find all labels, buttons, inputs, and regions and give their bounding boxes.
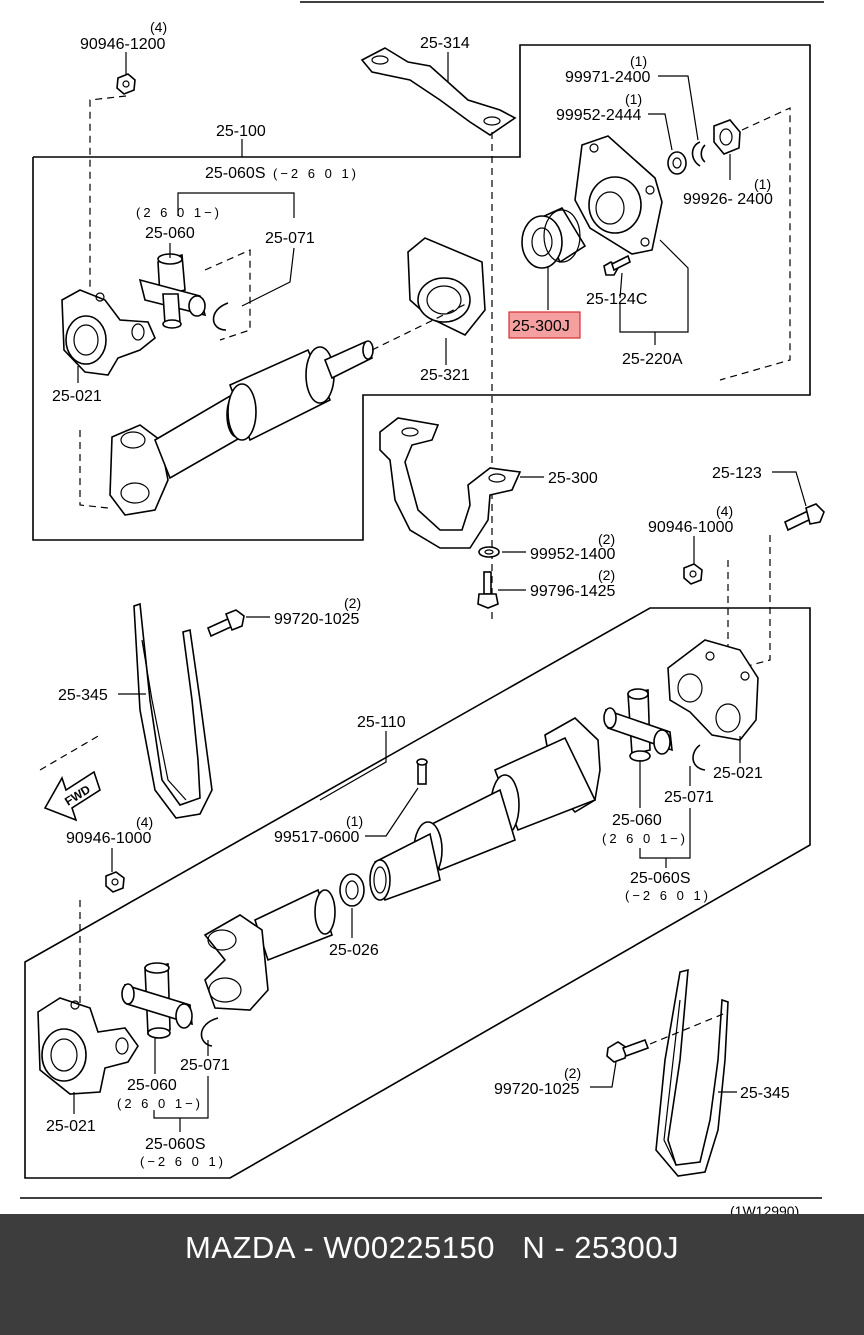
highlight-box-25-300j — [508, 311, 581, 339]
flange-25-220a — [574, 135, 663, 255]
insulator-25-321 — [407, 237, 486, 336]
nut-90946-1200 — [89, 73, 136, 290]
bracket-25-314 — [360, 47, 517, 620]
callout-label: 25-021 — [46, 1118, 96, 1135]
callout-label: 99720-1025 — [494, 1081, 580, 1098]
bracket-25-300 — [379, 417, 522, 549]
callout-code: (2 6 0 1−) — [136, 205, 222, 220]
callout-label: 25-060S — [205, 165, 266, 182]
callout-label: 25-071 — [180, 1057, 230, 1074]
callout-label: 25-021 — [52, 388, 102, 405]
callout-label: 25-321 — [420, 367, 470, 384]
callout-code: (−2 6 0 1) — [140, 1154, 226, 1169]
propeller-shaft-lower — [369, 717, 601, 902]
callout-label: 25-060 — [145, 225, 195, 242]
u-joint-25-060-right — [603, 688, 673, 762]
callout-qty: (1) — [625, 91, 642, 107]
callout-label: 25-124C — [586, 291, 647, 308]
fwd-arrow: FWD — [39, 734, 101, 822]
callout-label: 25-220A — [622, 351, 683, 368]
bolt-99720-1025-lower — [606, 1011, 729, 1063]
callout-label: 25-314 — [420, 35, 470, 52]
bolt-99720-1025-upper — [206, 609, 245, 638]
snap-ring-25-071-right — [692, 744, 706, 771]
callout-label: 25-071 — [664, 789, 714, 806]
callout-qty: (1) — [346, 813, 363, 829]
slip-yoke-lower — [203, 888, 336, 1011]
callout-label: 99720-1025 — [274, 611, 360, 628]
snap-ring-25-071-upper — [212, 302, 229, 331]
callout-qty: (2) — [598, 567, 615, 583]
callout-qty: (2) — [598, 531, 615, 547]
leader-lines — [73, 52, 807, 1132]
flange-25-021-upper — [61, 289, 156, 376]
callout-label: 25-021 — [713, 765, 763, 782]
callout-qty: (1) — [754, 176, 771, 192]
footer-part-number: MAZDA - W00225150 N - 25300J — [184, 1230, 679, 1265]
callout-label: 99517-0600 — [274, 829, 360, 846]
flange-25-021-lower — [37, 997, 139, 1095]
callout-code: (2 6 0 1−) — [602, 831, 688, 846]
flange-25-021-right — [667, 639, 759, 741]
callout-code: (2 6 0 1−) — [117, 1096, 203, 1111]
callout-label: 99796-1425 — [530, 583, 616, 600]
callout-label: 25-300 — [548, 470, 598, 487]
footer-bar: MAZDA - W00225150 N - 25300J — [0, 1214, 864, 1335]
figure-reference: (1W12990) — [730, 1203, 799, 1214]
callout-label: 90946-1200 — [80, 36, 166, 53]
bolt-99796-1425 — [477, 571, 499, 609]
callout-label: 25-110 — [357, 714, 406, 731]
snap-ring-99971-2400 — [691, 141, 706, 167]
callout-label: 25-060 — [612, 812, 662, 829]
u-joint-25-060-lower — [121, 962, 193, 1039]
callout-code: (−2 6 0 1) — [625, 888, 711, 903]
callout-code: (−2 6 0 1) — [273, 166, 359, 181]
nut-99926-2400 — [713, 119, 741, 155]
callout-label: 25-026 — [329, 942, 379, 959]
assembly-outline-upper — [32, 44, 811, 541]
propeller-shaft-upper — [79, 301, 471, 516]
nut-90946-1000-right — [683, 560, 729, 650]
assembly-outline-lower — [24, 607, 811, 1179]
parts-diagram-svg: FWD — [20, 1, 825, 1219]
callout-qty: (1) — [630, 53, 647, 69]
seal-25-026 — [339, 873, 365, 907]
callout-qty: (4) — [136, 814, 153, 830]
strap-25-345-left — [133, 602, 213, 819]
callout-label: 99971-2400 — [565, 69, 651, 86]
bolt-25-123 — [739, 503, 825, 669]
callout-label: 25-060 — [127, 1077, 177, 1094]
callout-label: 99952-1400 — [530, 546, 616, 563]
callout-label: 25-071 — [265, 230, 315, 247]
callout-label: 99926- 2400 — [683, 191, 773, 208]
callout-qty: (2) — [344, 595, 361, 611]
washer-99952-1400 — [478, 546, 500, 558]
callout-qty: (2) — [564, 1065, 581, 1081]
strap-25-345-right — [655, 968, 729, 1177]
bolt-25-124c — [603, 254, 631, 276]
callout-label: 25-123 — [712, 465, 762, 482]
parts-diagram: FWD — [20, 1, 825, 1219]
callout-label: 25-060S — [630, 870, 691, 887]
u-joint-25-060-upper — [138, 253, 207, 329]
callout-label: 25-100 — [216, 123, 266, 140]
callout-label: 25-345 — [58, 687, 108, 704]
callout-qty: (4) — [716, 503, 733, 519]
callout-label: 99952-2444 — [556, 107, 642, 124]
nut-90946-1000-left — [79, 871, 125, 1010]
grease-fitting-99517-0600 — [416, 758, 428, 785]
callout-label: 25-345 — [740, 1085, 790, 1102]
washer-99952-2444 — [667, 151, 687, 175]
snap-ring-25-071-lower — [200, 1017, 219, 1047]
callout-label-highlighted: 25-300J — [512, 318, 570, 335]
callout-label: 90946-1000 — [648, 519, 734, 536]
bearing-25-300j — [521, 206, 587, 269]
callout-label: 90946-1000 — [66, 830, 152, 847]
callout-qty: (4) — [150, 19, 167, 35]
callout-label: 25-060S — [145, 1136, 206, 1153]
